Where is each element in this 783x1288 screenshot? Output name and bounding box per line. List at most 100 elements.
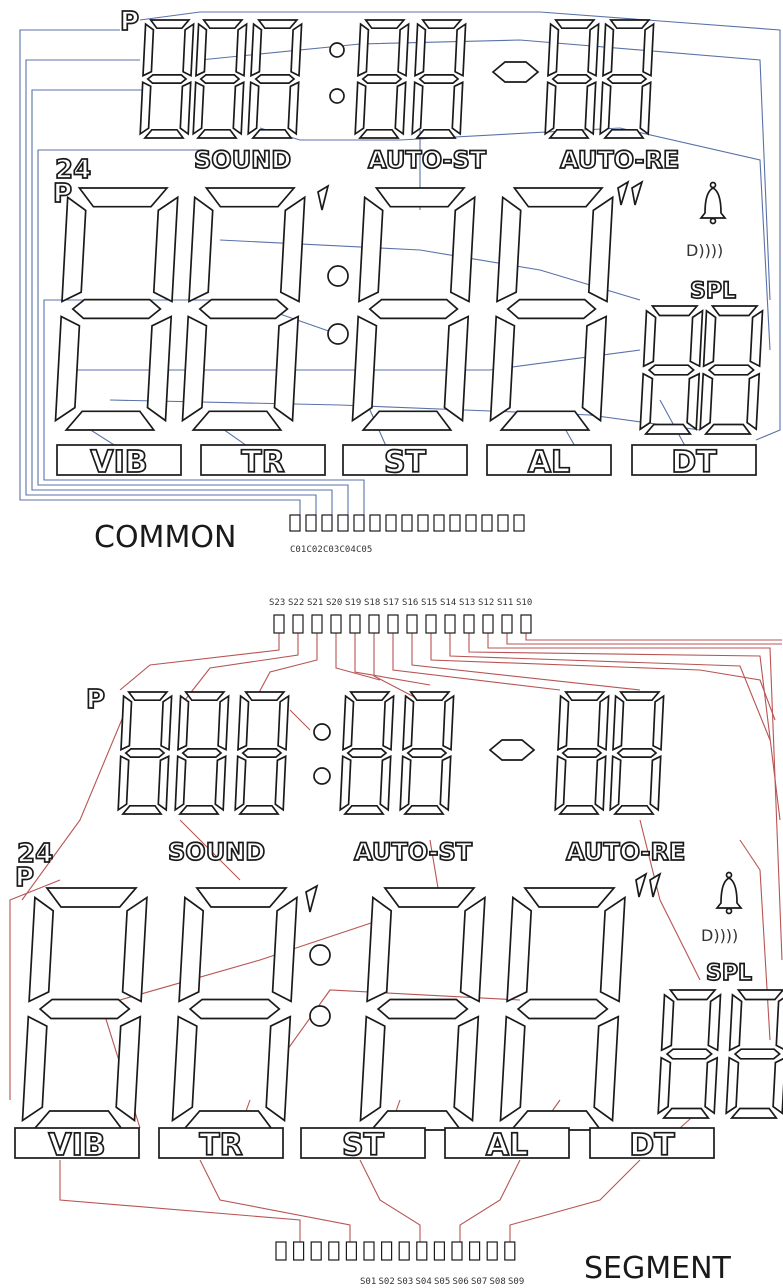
common-small-digit-6-seg-g — [551, 74, 593, 84]
segment-small-digit-3-seg-e — [234, 754, 247, 812]
segment-box-label: ST — [342, 1128, 385, 1163]
segment-trace — [392, 633, 561, 691]
common-pin-label: C01 — [290, 545, 306, 555]
segment-bottom-pin — [363, 1241, 375, 1261]
common-large-digit-3-seg-g — [368, 298, 459, 320]
common-large-digit-4-seg-b — [587, 195, 614, 303]
segment-small-digit-3-seg-a — [244, 691, 286, 702]
common-small-digit-3 — [247, 19, 303, 139]
common-small-digit-2-seg-c — [232, 80, 245, 136]
common-dt-digit-1-seg-d — [643, 423, 692, 435]
segment-bottom-pin-label: S02 — [379, 1277, 395, 1287]
segment-trace — [525, 633, 782, 641]
segment-bottom-pin-label: S01 — [360, 1277, 376, 1287]
segment-large-digit-4 — [499, 887, 626, 1131]
common-digit-segments — [54, 19, 764, 435]
segment-large-digit-4-seg-b — [599, 895, 626, 1003]
segment-top-pin-label: S20 — [326, 598, 342, 608]
common-box-frame — [56, 444, 182, 476]
segment-top-pin — [368, 614, 380, 634]
common-pin — [305, 514, 317, 532]
segment-sound-indicator: SOUND — [168, 838, 265, 866]
common-sound-indicator: SOUND — [194, 146, 291, 174]
common-small-digit-7 — [599, 19, 655, 139]
common-auto-re-indicator: AUTO-RE — [560, 146, 679, 174]
segment-large-digit-1-seg-e — [21, 1015, 48, 1123]
common-big-colon-dot-upper — [327, 265, 349, 287]
common-large-digit-1-seg-f — [61, 195, 87, 303]
segment-small-digit-1-seg-c — [157, 754, 170, 812]
segment-small-digit-6-seg-c — [594, 754, 607, 812]
segment-colon-dots — [309, 723, 536, 1027]
segment-small-digit-1-seg-e — [117, 754, 130, 812]
common-large-digit-4-seg-e — [489, 315, 516, 423]
segment-trace — [21, 699, 131, 901]
segment-large-digit-4-seg-c — [593, 1015, 620, 1123]
segment-top-pin — [482, 614, 494, 634]
segment-top-pin — [387, 614, 399, 634]
segment-top-pin — [406, 614, 418, 634]
segment-trace — [411, 633, 641, 691]
common-trace — [60, 349, 641, 371]
segment-box-label: AL — [486, 1128, 528, 1163]
segment-bottom-pin — [345, 1241, 357, 1261]
segment-large-digit-3-seg-f — [366, 895, 393, 1003]
segment-small-digit-4-seg-g — [346, 748, 388, 758]
common-large-digit-2-seg-a — [204, 187, 296, 208]
segment-trace — [506, 633, 782, 645]
segment-dt-digit-1-seg-g — [665, 1048, 713, 1060]
segment-small-digit-4-seg-a — [349, 691, 391, 702]
segment-bottom-pin — [275, 1241, 287, 1261]
common-pin — [401, 514, 413, 532]
common-small-digit-5 — [411, 19, 467, 139]
common-pin — [369, 514, 381, 532]
common-small-digit-6-seg-f — [547, 22, 560, 78]
common-small-digit-5-seg-b — [454, 22, 467, 78]
segment-small-digit-5-seg-e — [399, 754, 412, 812]
segment-box-frame — [444, 1127, 570, 1159]
segment-trace — [354, 633, 431, 686]
segment-24h-indicator: 24 — [17, 839, 53, 869]
segment-trace — [739, 839, 771, 1041]
segment-large-digit-1-seg-c — [115, 1015, 142, 1123]
segment-apostrophe-mark — [305, 884, 319, 913]
common-box-label: TR — [241, 445, 285, 480]
common-dt-digit-1-seg-f — [642, 309, 657, 368]
segment-trace — [289, 709, 311, 731]
segment-bottom-pin — [486, 1241, 498, 1261]
common-small-digit-3-seg-g — [254, 74, 296, 84]
segment-small-digit-3 — [234, 691, 290, 815]
common-large-digit-3-seg-b — [449, 195, 476, 303]
common-small-digit-4-seg-g — [361, 74, 403, 84]
segment-small-digit-6-seg-f — [557, 694, 570, 752]
segment-top-pin — [520, 614, 532, 634]
common-large-digit-4-seg-c — [581, 315, 608, 423]
common-small-digit-1-seg-g — [146, 74, 188, 84]
segment-large-digit-4-seg-g — [516, 998, 609, 1020]
common-small-digit-1-seg-a — [149, 19, 191, 30]
common-connector-label: COMMON — [94, 520, 236, 555]
common-small-digit-2-seg-f — [195, 22, 208, 78]
segment-box-frame — [158, 1127, 284, 1159]
common-vibration-waves: D)))) — [686, 241, 723, 260]
common-dt-digit-1-seg-e — [639, 372, 654, 431]
common-large-digit-3-seg-d — [361, 410, 453, 431]
segment-small-digit-3-seg-g — [241, 748, 283, 758]
common-pin — [337, 514, 349, 532]
segment-small-digit-7-seg-f — [612, 694, 625, 752]
segment-box-st: ST — [300, 1127, 426, 1164]
common-small-digit-3-seg-d — [251, 128, 293, 139]
segment-top-pin-label: S19 — [345, 598, 361, 608]
common-pin-label: C05 — [356, 545, 372, 555]
common-box-frame — [486, 444, 612, 476]
common-dt-digit-2-seg-a — [710, 305, 759, 317]
segment-small-digit-4-seg-e — [339, 754, 352, 812]
segment-top-pin — [463, 614, 475, 634]
segment-small-digit-2-seg-e — [174, 754, 187, 812]
segment-trace — [9, 879, 61, 1100]
segment-small-digit-1-seg-d — [121, 804, 163, 815]
common-auto-st-indicator: AUTO-ST — [368, 146, 487, 174]
common-box-label: ST — [384, 445, 427, 480]
segment-bottom-pin-label: S04 — [416, 1277, 432, 1287]
